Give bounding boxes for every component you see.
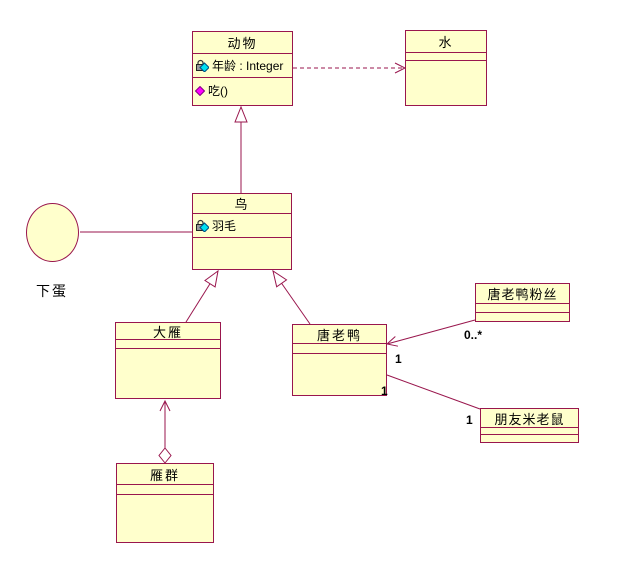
class-attributes xyxy=(481,428,578,435)
class-title: 水 xyxy=(406,31,486,53)
multiplicity-mickey-mickey-end: 1 xyxy=(466,413,473,427)
class-title: 朋友米老鼠 xyxy=(481,409,578,428)
class-goose-flock[interactable]: 雁群 xyxy=(116,463,214,543)
usecase-label: 下蛋 xyxy=(36,283,68,299)
operation-diamond-icon xyxy=(195,85,205,96)
class-bird[interactable]: 鸟 羽毛 xyxy=(192,193,292,270)
class-attributes xyxy=(117,485,213,495)
multiplicity-fans-duck-end: 1 xyxy=(395,352,402,366)
class-operations xyxy=(481,435,578,442)
class-title: 唐老鸭粉丝 xyxy=(476,284,569,304)
class-title: 唐老鸭 xyxy=(293,325,386,344)
lock-attribute-icon xyxy=(196,219,209,232)
class-title: 大雁 xyxy=(116,323,220,340)
class-title: 雁群 xyxy=(117,464,213,485)
class-title: 鸟 xyxy=(193,194,291,214)
generalization-goose-bird[interactable] xyxy=(185,269,219,323)
class-attributes: 羽毛 xyxy=(193,214,291,238)
class-title: 动物 xyxy=(193,32,292,54)
class-operations xyxy=(117,495,213,542)
attribute-row[interactable]: 年龄 : Integer xyxy=(193,56,292,75)
class-operations xyxy=(193,238,291,269)
usecase-ellipse[interactable] xyxy=(26,203,79,262)
attribute-label: 年龄 : Integer xyxy=(212,59,284,73)
class-operations xyxy=(476,313,569,321)
class-animal[interactable]: 动物 年龄 : Integer 吃() xyxy=(192,31,293,106)
class-water[interactable]: 水 xyxy=(405,30,487,106)
association-donald-mickey[interactable] xyxy=(386,374,481,410)
class-attributes: 年龄 : Integer xyxy=(193,54,292,78)
class-operations xyxy=(293,354,386,395)
class-operations xyxy=(406,61,486,105)
association-fans-donald[interactable] xyxy=(385,319,476,347)
class-attributes xyxy=(116,340,220,349)
class-friend-mickey[interactable]: 朋友米老鼠 xyxy=(480,408,579,443)
aggregation-diamond xyxy=(158,447,172,464)
class-attributes xyxy=(476,304,569,313)
class-donald-duck[interactable]: 唐老鸭 xyxy=(292,324,387,396)
class-donald-duck-fans[interactable]: 唐老鸭粉丝 xyxy=(475,283,570,322)
class-operations: 吃() xyxy=(193,78,292,105)
attribute-label: 羽毛 xyxy=(212,219,237,233)
operation-label: 吃() xyxy=(208,84,228,98)
class-attributes xyxy=(293,344,386,354)
class-goose[interactable]: 大雁 xyxy=(115,322,221,399)
class-operations xyxy=(116,349,220,398)
multiplicity-mickey-duck-end: 1 xyxy=(381,384,388,398)
lock-attribute-icon xyxy=(196,59,209,72)
multiplicity-fans-fans-end: 0..* xyxy=(464,328,483,342)
attribute-row[interactable]: 羽毛 xyxy=(193,216,291,235)
class-attributes xyxy=(406,53,486,61)
operation-row[interactable]: 吃() xyxy=(193,78,292,100)
generalization-donald-bird[interactable] xyxy=(272,269,311,325)
